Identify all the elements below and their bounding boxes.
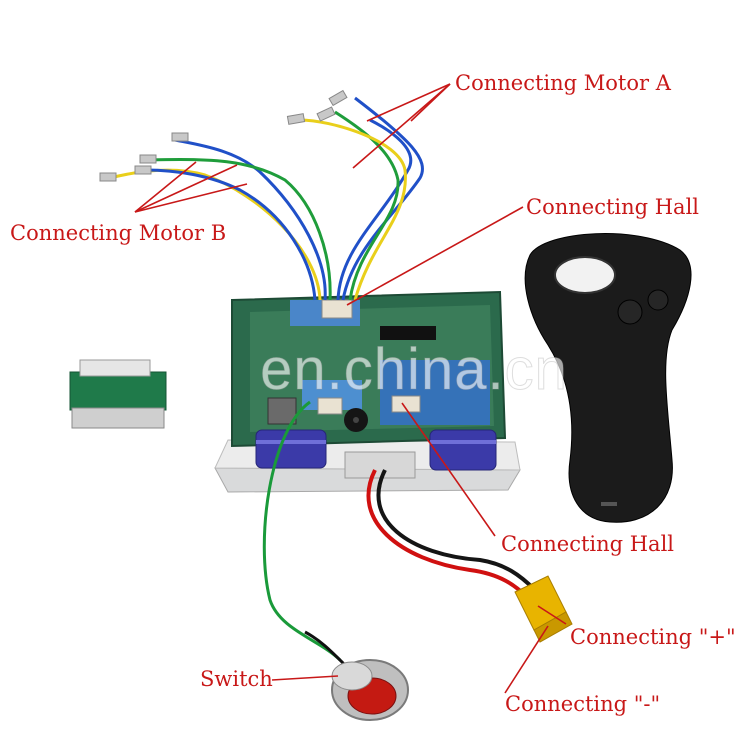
remote-controller xyxy=(524,233,692,523)
capacitor-right xyxy=(429,429,497,471)
switch-wire-green xyxy=(262,400,342,662)
label-connecting-motor-a: Connecting Motor A xyxy=(455,71,671,95)
controller-pcb xyxy=(231,290,507,448)
label-connecting-hall-bottom: Connecting Hall xyxy=(501,532,675,556)
terminal-block xyxy=(344,451,416,479)
motor-a-wires xyxy=(299,96,424,301)
label-connecting-motor-b: Connecting Motor B xyxy=(10,221,227,245)
label-connecting-plus: Connecting "+" xyxy=(570,625,736,649)
wire-terminals xyxy=(99,89,348,182)
switch-wire-black xyxy=(304,630,347,667)
power-wires xyxy=(366,469,537,600)
label-connecting-minus: Connecting "-" xyxy=(505,692,661,716)
motor-b-wires xyxy=(109,138,332,301)
push-switch xyxy=(331,659,409,721)
label-leader-lines xyxy=(134,83,567,694)
label-switch: Switch xyxy=(200,667,273,691)
watermark: en.china.cn xyxy=(260,337,568,403)
capacitor-left xyxy=(255,429,327,469)
label-connecting-hall-top: Connecting Hall xyxy=(526,195,700,219)
receiver-module xyxy=(69,359,167,429)
